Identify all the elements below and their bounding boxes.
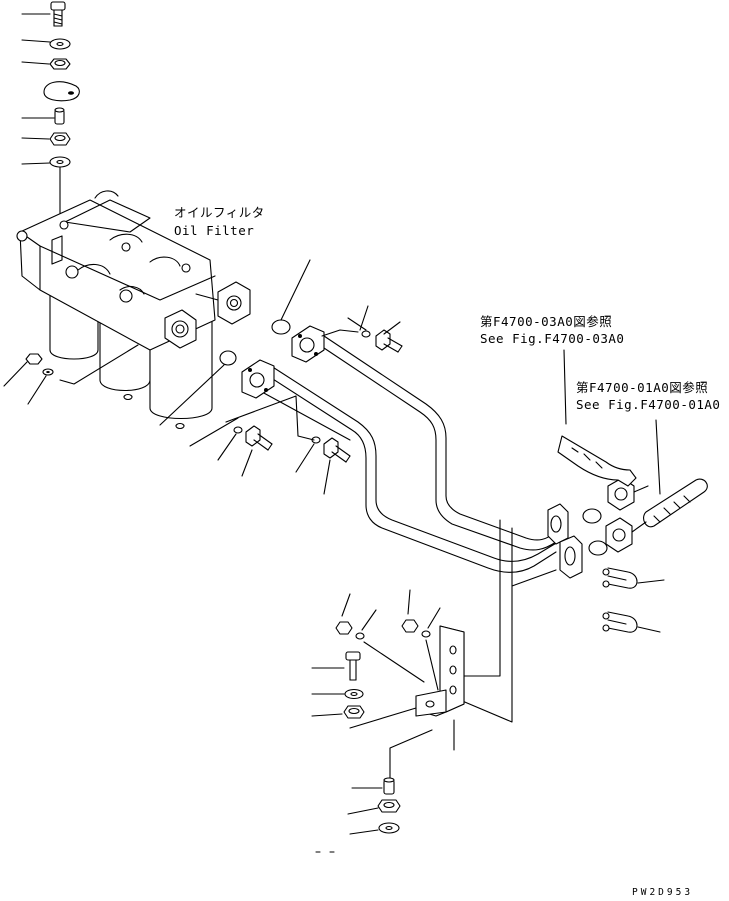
oil-filter-assembly-part [16,190,251,430]
ref1-label-jp: 第F4700-03A0図参照 [480,314,613,329]
bottom-hardware-stack [315,729,433,853]
bracket-hardware [311,589,441,729]
spacer-top-part [21,107,65,125]
washer-top-part [21,38,71,50]
filter-nut-left [3,344,139,405]
pipe-end-flanges [547,503,583,579]
bolt-top-part [21,1,66,27]
o-ring-parts [159,259,311,426]
o-rings-right [582,508,608,556]
washer-mid-part [21,156,71,219]
nut-mid-part [21,132,71,146]
hose-fittings-right [557,435,708,553]
ref2-label-en: See Fig.F4700-01A0 [576,397,721,412]
oil-filter-label-en: Oil Filter [174,223,255,238]
drawing-code: PW2D953 [632,887,694,898]
pipe-upper-part [291,325,557,551]
plate-top-part [43,81,80,102]
ref1-label-en: See Fig.F4700-03A0 [480,331,625,346]
reference-leaders [563,349,661,495]
bracket-part [415,625,465,751]
bolt-upper-part [321,305,403,353]
pipe-support-lines [459,519,557,723]
bolt-lower-part [189,395,351,495]
oil-filter-label-jp: オイルフィルタ [174,205,265,220]
pipe-lower-part [241,359,559,573]
nut-top-part [21,58,71,70]
ref2-label-jp: 第F4700-01A0図参照 [576,380,709,395]
u-bolts [602,567,665,633]
